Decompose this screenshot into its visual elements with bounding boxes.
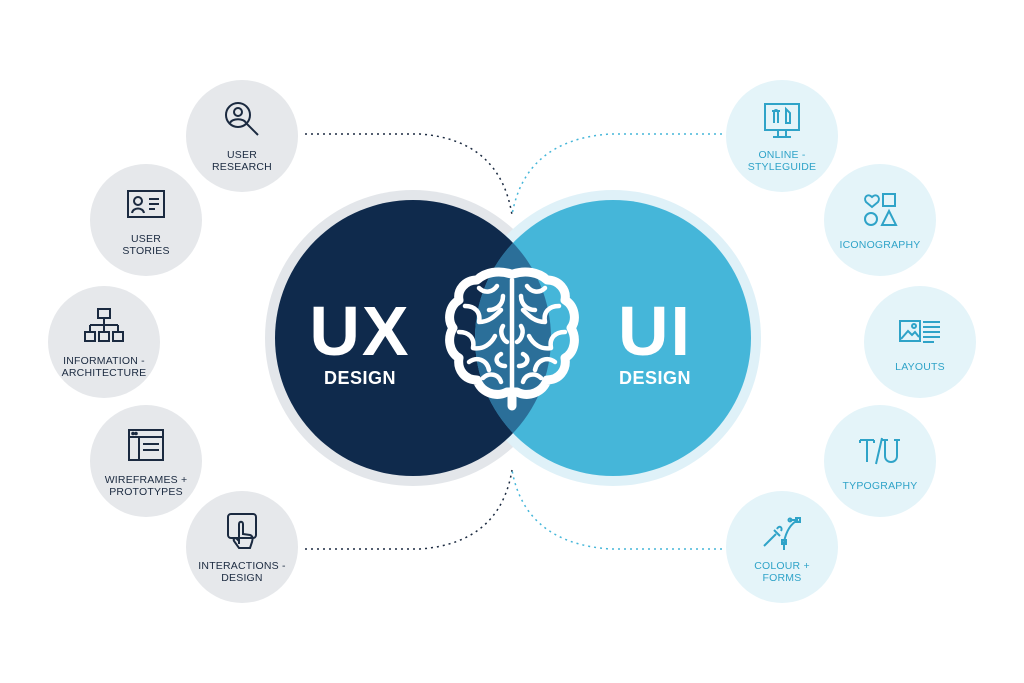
ui-subtitle-text: DESIGN [618,368,691,388]
ux-subtitle-text: DESIGN [323,368,396,388]
connector-ui-bottom [511,469,722,550]
ux-design-title: UX DESIGN [300,296,420,388]
ux-node-user-stories[interactable]: USER STORIES [90,164,202,276]
ui-node-label: COLOUR + FORMS [754,560,810,584]
ux-node-label: INFORMATION - ARCHITECTURE [61,355,147,379]
ux-title-text: UX [309,292,411,370]
ui-node-online-styleguide[interactable]: ONLINE - STYLEGUIDE [726,80,838,192]
shapes-icon [864,193,898,226]
sitemap-icon [84,308,124,342]
ux-node-label: USER STORIES [122,233,170,257]
tap-hand-icon [227,513,257,549]
ux-node-label: INTERACTIONS - DESIGN [198,560,286,584]
connector-ux-bottom [305,469,513,550]
monitor-tools-icon [764,103,800,138]
id-card-icon [127,190,165,218]
ui-node-label: ONLINE - STYLEGUIDE [747,149,817,173]
ux-node-label: WIREFRAMES + PROTOTYPES [104,474,188,498]
layout-image-text-icon [899,320,940,343]
ux-node-user-research[interactable]: USER RESEARCH [186,80,298,192]
brain-icon [445,267,579,411]
connector-ui-top [511,133,722,216]
wireframe-window-icon [128,429,164,461]
ui-title-text: UI [618,292,692,370]
ui-node-colour-forms[interactable]: COLOUR + FORMS [726,491,838,603]
user-search-icon [225,102,259,136]
ui-node-typography[interactable]: TYPOGRAPHY [824,405,936,517]
ui-design-title: UI DESIGN [600,296,710,388]
ui-node-layouts[interactable]: LAYOUTS [864,286,976,398]
typography-icon [859,437,900,465]
ui-node-iconography[interactable]: ICONOGRAPHY [824,164,936,276]
ui-node-label: LAYOUTS [895,361,945,373]
ux-node-information-architecture[interactable]: INFORMATION - ARCHITECTURE [48,286,160,398]
ui-node-label: ICONOGRAPHY [839,239,921,251]
ux-node-label: USER RESEARCH [212,149,272,173]
dropper-bezier-icon [763,517,801,550]
ux-node-interactions-design[interactable]: INTERACTIONS - DESIGN [186,491,298,603]
ux-node-wireframes-prototypes[interactable]: WIREFRAMES + PROTOTYPES [90,405,202,517]
ui-node-label: TYPOGRAPHY [842,480,918,492]
